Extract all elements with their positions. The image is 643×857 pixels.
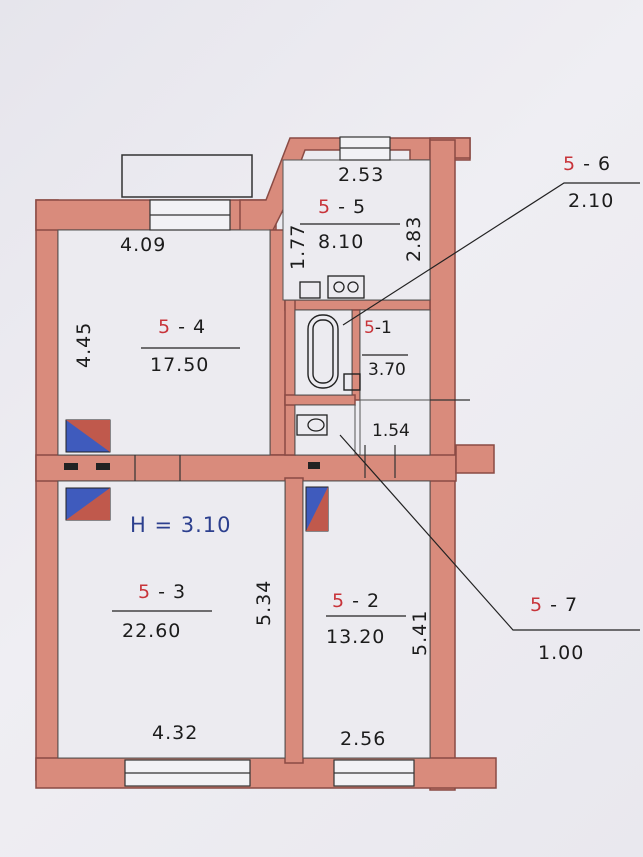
room-4-width: 4.09 <box>120 234 167 256</box>
room-5-number: 5 - 5 <box>318 198 366 217</box>
room-4-area: 17.50 <box>150 354 210 376</box>
leader-lines <box>112 182 640 631</box>
windows <box>124 136 415 787</box>
room-7-area: 1.00 <box>538 642 585 664</box>
room-4-block: 5 <box>158 316 172 338</box>
kitchen-fixtures <box>299 275 365 299</box>
room-5-length: 2.83 <box>403 215 425 262</box>
room-7-number: 5 - 7 <box>530 596 578 615</box>
room-2-width: 2.56 <box>340 728 387 750</box>
room-7-dash: - <box>550 594 558 616</box>
bathtub <box>307 314 361 391</box>
room-5-dash: - <box>338 196 346 218</box>
room-3-no: 3 <box>173 581 187 603</box>
room-1-block: 5 <box>364 318 375 338</box>
room-3-width: 4.32 <box>152 722 199 744</box>
room-4-number: 5 - 4 <box>158 318 206 337</box>
room-6-no: 6 <box>598 153 612 175</box>
room-2-number: 5 - 2 <box>332 592 380 611</box>
room-4-dash: - <box>178 316 186 338</box>
room-4-length: 4.45 <box>73 321 95 368</box>
room-2-dash: - <box>352 590 360 612</box>
toilet <box>296 414 328 436</box>
room-3-number: 5 - 3 <box>138 583 186 602</box>
room-6-number: 5 - 6 <box>563 155 611 174</box>
room-1-no: 1 <box>380 318 392 338</box>
room-5-no: 5 <box>353 196 367 218</box>
stove-right <box>305 486 329 532</box>
stove-center-left <box>65 487 111 521</box>
room-5-block: 5 <box>318 196 332 218</box>
room-7-no: 7 <box>565 594 579 616</box>
room-4-no: 4 <box>193 316 207 338</box>
room-3-block: 5 <box>138 581 152 603</box>
stove-left <box>65 419 111 453</box>
room-2-length: 5.41 <box>409 609 431 656</box>
balcony <box>121 154 253 198</box>
room-6-area: 2.10 <box>568 190 615 212</box>
door-gaps <box>134 399 470 481</box>
room-3-length: 5.34 <box>253 579 275 626</box>
room-7-block: 5 <box>530 594 544 616</box>
room-1-area: 3.70 <box>368 360 406 380</box>
room-6-dash: - <box>583 153 591 175</box>
room-5-area: 8.10 <box>318 231 365 253</box>
room-5-side: 1.77 <box>287 223 309 270</box>
room-6-block: 5 <box>563 153 577 175</box>
vent-ducts <box>64 462 320 470</box>
room-1-dash: - <box>374 318 381 338</box>
walls <box>35 137 497 791</box>
room-3-dash: - <box>158 581 166 603</box>
room-3-area: 22.60 <box>122 620 182 642</box>
room-5-width: 2.53 <box>338 164 385 186</box>
corridor-width: 1.54 <box>372 421 410 441</box>
ceiling-height: H = 3.10 <box>130 513 232 537</box>
room-1-number: 5-1 <box>364 320 392 337</box>
room-2-block: 5 <box>332 590 346 612</box>
room-2-area: 13.20 <box>326 626 386 648</box>
room-2-no: 2 <box>367 590 381 612</box>
